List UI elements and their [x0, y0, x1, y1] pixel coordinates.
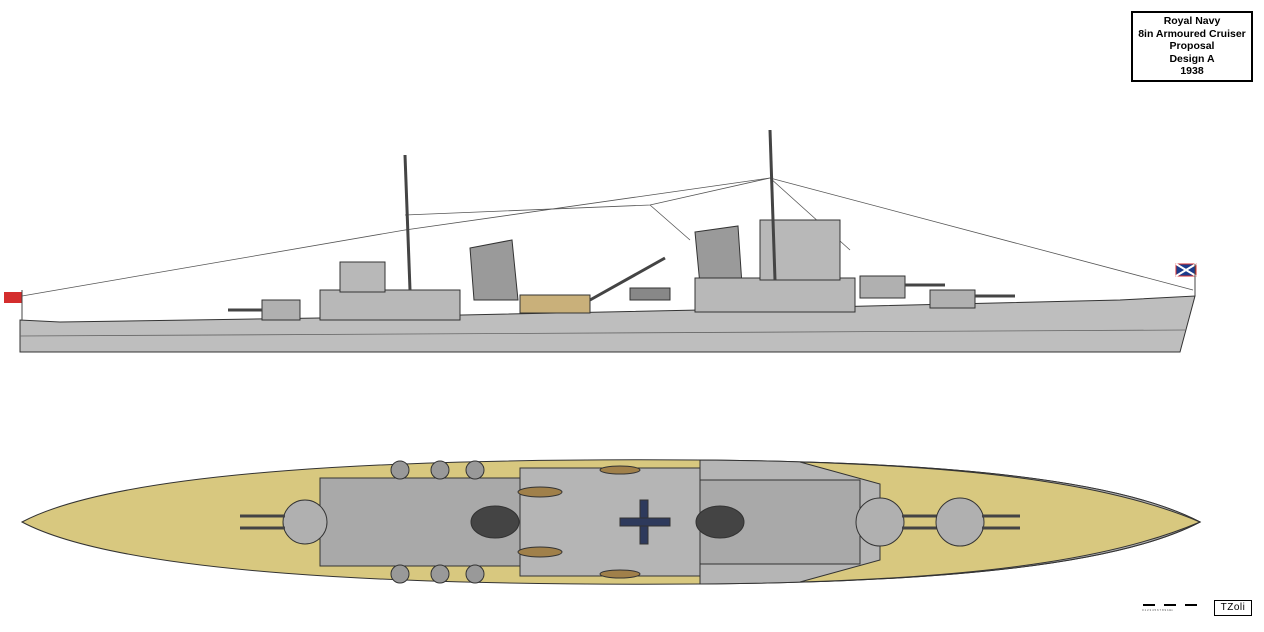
- crane: [589, 256, 666, 302]
- scale-bar-label: 0 1 2 3 4 5 6 7 8 9 10m: [1142, 608, 1173, 612]
- title-block: Royal Navy 8in Armoured Cruiser Proposal…: [1131, 11, 1253, 82]
- hull-side: [19, 295, 1196, 353]
- artist-signature: TZoli: [1214, 600, 1252, 616]
- boats: [517, 465, 641, 579]
- side-profile: [4, 129, 1197, 353]
- title-line: 1938: [1180, 65, 1204, 78]
- turret-y-top: [282, 499, 328, 545]
- turret-a-top: [935, 497, 985, 547]
- plan-view: [20, 459, 1202, 585]
- mainmast: [403, 154, 412, 291]
- turret-a: [929, 289, 976, 309]
- turret-y: [261, 299, 301, 321]
- funnel-fwd-top: [695, 505, 745, 539]
- title-line: Design A: [1169, 52, 1215, 65]
- scale-bar: [1143, 604, 1197, 606]
- title-line: Royal Navy: [1163, 15, 1221, 28]
- ensign-flag: [4, 292, 22, 303]
- turret-b: [859, 275, 906, 299]
- funnel-aft-top: [470, 505, 520, 539]
- bridge-superstructure: [694, 277, 856, 313]
- foremast: [768, 129, 777, 281]
- deck-wood-fwd: [799, 461, 1202, 583]
- aft-superstructure: [319, 289, 461, 321]
- title-line: 8in Armoured Cruiser: [1138, 27, 1246, 40]
- rigging-wire: [404, 177, 771, 216]
- funnel-aft: [469, 239, 519, 301]
- rigging-wire: [21, 177, 1194, 297]
- funnel-fwd: [694, 225, 743, 286]
- title-line: Proposal: [1169, 40, 1215, 53]
- turret-b-top: [855, 497, 905, 547]
- aircraft: [629, 287, 671, 301]
